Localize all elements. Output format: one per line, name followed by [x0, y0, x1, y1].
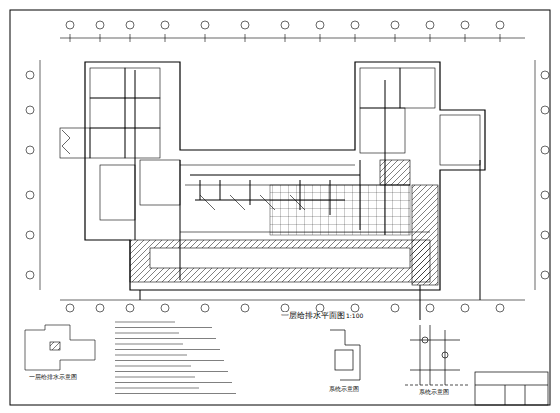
- plan-title: 一层给排水平面图: [280, 312, 346, 321]
- axis-bubble: [541, 271, 549, 279]
- axis-bubble: [161, 21, 169, 29]
- axis-bubble: [351, 21, 359, 29]
- axis-bubble: [391, 304, 399, 312]
- axis-bubble: [26, 146, 34, 154]
- axis-bubble: [126, 21, 134, 29]
- axis-bubble: [126, 304, 134, 312]
- axis-bubble: [426, 21, 434, 29]
- axis-bubble: [351, 304, 359, 312]
- axis-bubble: [496, 21, 504, 29]
- axis-bubble: [66, 21, 74, 29]
- axis-bubble: [96, 304, 104, 312]
- axis-bubble: [316, 304, 324, 312]
- axis-bubble: [26, 191, 34, 199]
- axis-bubble: [541, 146, 549, 154]
- axis-bubble: [541, 191, 549, 199]
- axis-bubble: [26, 106, 34, 114]
- axis-bubble: [281, 304, 289, 312]
- axis-bubble: [161, 304, 169, 312]
- axis-bubble: [541, 71, 549, 79]
- axis-bubble: [26, 71, 34, 79]
- key-plan-title: 一层给排水示意图: [28, 374, 78, 381]
- axis-bubble: [281, 21, 289, 29]
- axis-bubble: [461, 304, 469, 312]
- axis-bubble: [316, 21, 324, 29]
- axis-bubble: [241, 21, 249, 29]
- axis-bubble: [26, 271, 34, 279]
- axis-bubble: [541, 106, 549, 114]
- axis-bubble: [426, 304, 434, 312]
- axis-bubble: [201, 21, 209, 29]
- axis-bubble: [541, 231, 549, 239]
- detail-title: 系统示意图: [328, 386, 360, 393]
- axis-bubble: [26, 231, 34, 239]
- axis-bubble: [201, 304, 209, 312]
- axis-bubble: [66, 304, 74, 312]
- detail-title: 系统示意图: [418, 389, 450, 396]
- axis-bubble: [391, 21, 399, 29]
- axis-bubble: [461, 21, 469, 29]
- axis-bubble: [96, 21, 104, 29]
- axis-bubble: [241, 304, 249, 312]
- scale: 1:100: [345, 313, 364, 320]
- axis-bubble: [496, 304, 504, 312]
